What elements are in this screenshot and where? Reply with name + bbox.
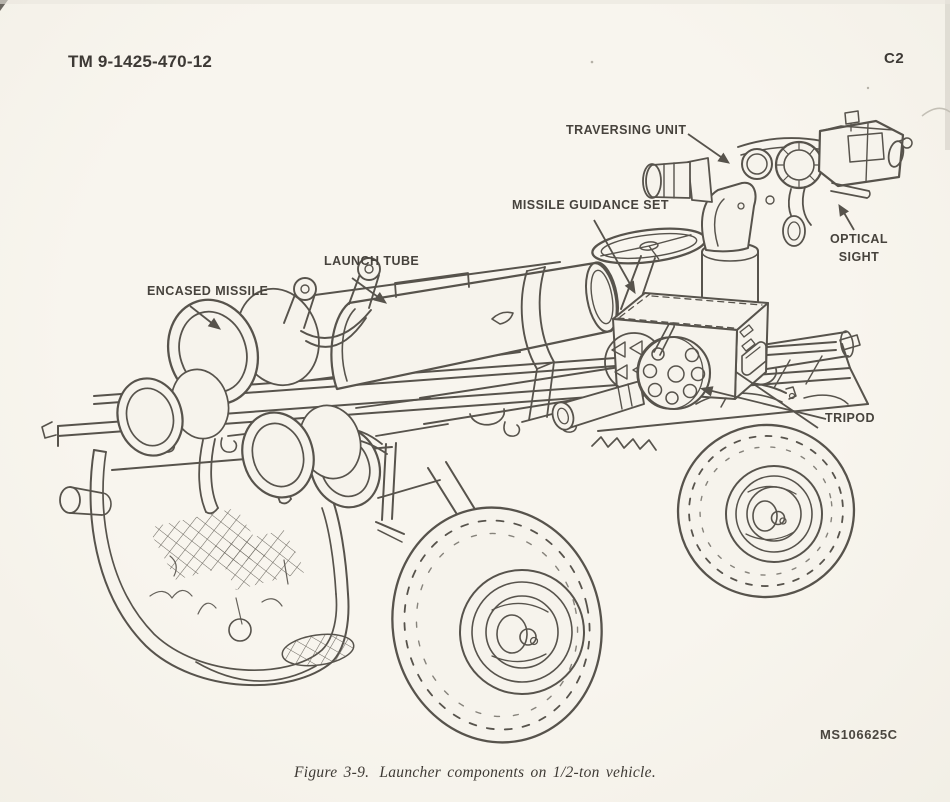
figure-caption: Figure 3-9. Launcher components on 1/2-to… bbox=[0, 764, 950, 782]
figure-caption-number: Figure 3-9. bbox=[293, 764, 370, 781]
callout-tripod: TRIPOD bbox=[825, 411, 875, 425]
front-wheel bbox=[391, 506, 603, 744]
callout-missile-guidance-set: MISSILE GUIDANCE SET bbox=[512, 198, 669, 212]
front-basket bbox=[59, 449, 475, 687]
callout-optical-sight-line1: OPTICAL bbox=[829, 232, 888, 246]
figure-caption-text: Launcher components on 1/2-ton vehicle. bbox=[379, 764, 656, 781]
tripod-drawing bbox=[551, 322, 712, 431]
front-missile-rings bbox=[241, 397, 449, 509]
rear-wheel bbox=[676, 423, 856, 599]
traversing-unit-drawing bbox=[642, 157, 775, 253]
callout-launch-tube: LAUNCH TUBE bbox=[324, 254, 420, 268]
callout-optical-sight-line2: SIGHT bbox=[838, 249, 880, 264]
optical-sight-drawing bbox=[737, 110, 913, 247]
scan-artifacts bbox=[0, 0, 950, 150]
change-number: C2 bbox=[884, 50, 905, 67]
leader-arrows bbox=[189, 133, 855, 429]
launch-tube-drawing bbox=[283, 257, 619, 423]
callout-encased-missile: ENCASED MISSILE bbox=[147, 284, 269, 298]
tm-number: TM 9-1425-470-12 bbox=[68, 52, 212, 71]
callout-optical-sight: OPTICAL SIGHT bbox=[824, 231, 894, 266]
callout-traversing-unit: TRAVERSING UNIT bbox=[566, 123, 687, 137]
drawing-number: MS106625C bbox=[820, 727, 898, 742]
encased-missiles-drawing bbox=[116, 261, 855, 457]
